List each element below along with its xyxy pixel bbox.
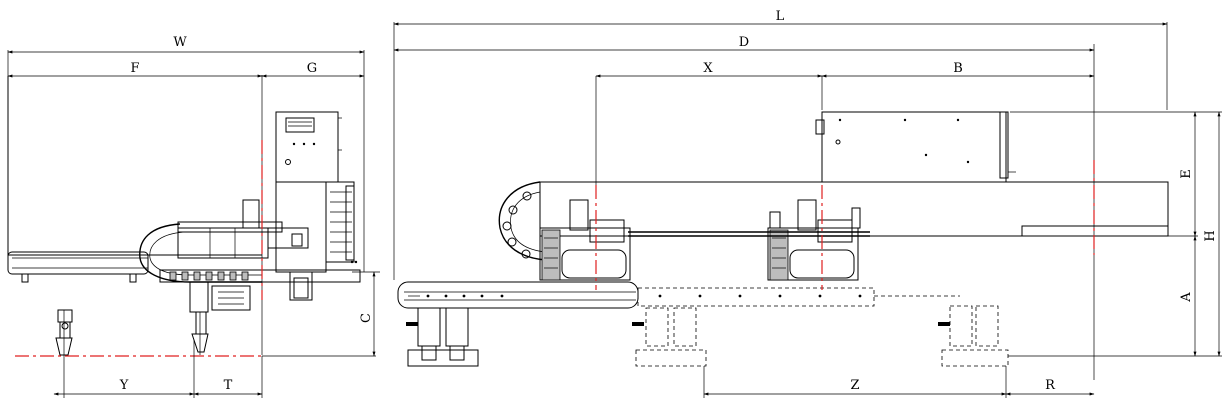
label-Z: Z — [850, 378, 859, 393]
gripper-left — [57, 309, 73, 323]
label-E: E — [1179, 169, 1194, 179]
chain-links — [502, 191, 532, 259]
gripper-group-2 — [632, 307, 707, 367]
label-R: R — [1045, 378, 1056, 393]
label-W: W — [173, 35, 187, 50]
rail-holes — [426, 294, 862, 298]
front-view — [393, 22, 1222, 398]
label-H: H — [1203, 230, 1218, 241]
label-C: C — [359, 313, 374, 323]
lower-rail — [397, 281, 639, 309]
dimension-labels: W F G Y T C L D X B E H A Z R — [119, 9, 1218, 393]
gripper-group-1 — [406, 307, 479, 367]
control-box-front — [821, 111, 1007, 183]
control-cabinet — [275, 111, 339, 183]
gripper-group-3 — [938, 305, 1009, 367]
rail-teeth-left — [169, 271, 249, 281]
label-L: L — [776, 9, 785, 24]
label-B: B — [953, 61, 963, 76]
side-view — [7, 50, 380, 398]
label-A: A — [1179, 292, 1194, 303]
label-T: T — [224, 378, 233, 393]
label-Y: Y — [119, 378, 129, 393]
label-D: D — [739, 35, 749, 50]
label-X: X — [703, 61, 713, 76]
label-F: F — [130, 61, 139, 76]
label-G: G — [307, 61, 317, 76]
